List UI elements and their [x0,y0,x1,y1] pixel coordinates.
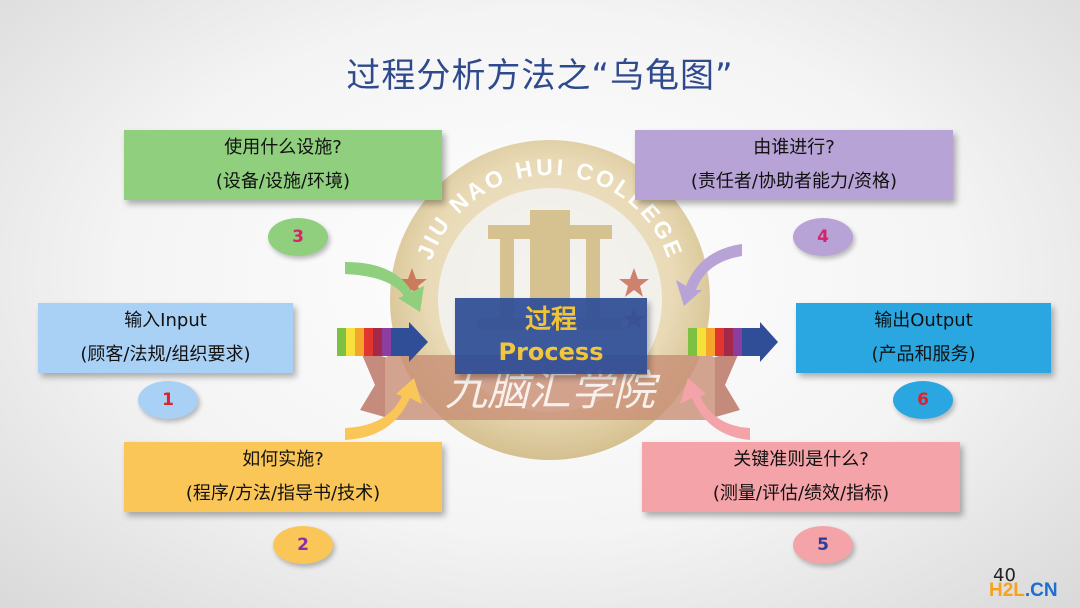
facility-box: 使用什么设施? (设备/设施/环境) [124,130,442,200]
step-number-4: 4 [793,218,853,256]
facility-question: 使用什么设施? [224,137,342,158]
who-box: 由谁进行? (责任者/协助者能力/资格) [635,130,953,200]
slide-title: 过程分析方法之“乌龟图” [346,56,734,96]
site-watermark-name: H2L [989,580,1025,601]
step-number-5: 5 [793,526,853,564]
input-striped-arrow [337,322,428,362]
output-striped-arrow [688,322,778,362]
who-question: 由谁进行? [753,137,835,158]
how-curved-arrow [345,378,422,440]
process-label-en: Process [498,338,604,366]
process-label-zh: 过程 [524,305,577,335]
how-question: 如何实施? [242,449,324,470]
slide-number: 40 [993,565,1016,586]
how-details: (程序/方法/指导书/技术) [185,483,381,504]
how-box: 如何实施? (程序/方法/指导书/技术) [124,442,442,512]
process-box: 过程 Process [455,298,647,374]
facility-curved-arrow [345,262,424,312]
input-box: 输入Input (顾客/法规/组织要求) [38,303,293,373]
criteria-curved-arrow [680,378,750,440]
step-number-2: 2 [273,526,333,564]
criteria-question: 关键准则是什么? [733,449,869,470]
output-details: (产品和服务) [871,344,976,365]
site-watermark: H2L.CN [989,580,1058,602]
step-number-1: 1 [138,381,198,419]
who-details: (责任者/协助者能力/资格) [690,171,898,192]
output-title: 输出Output [874,310,973,331]
step-number-3: 3 [268,218,328,256]
criteria-box: 关键准则是什么? (测量/评估/绩效/指标) [642,442,960,512]
seal-script-text: 九脑汇学院 [445,366,661,415]
output-box: 输出Output (产品和服务) [796,303,1051,373]
step-number-6: 6 [893,381,953,419]
who-curved-arrow [676,244,742,306]
site-watermark-tld: .CN [1024,580,1058,601]
input-title: 输入Input [124,310,207,331]
input-details: (顾客/法规/组织要求) [80,344,251,365]
criteria-details: (测量/评估/绩效/指标) [712,483,890,504]
facility-details: (设备/设施/环境) [215,171,351,192]
